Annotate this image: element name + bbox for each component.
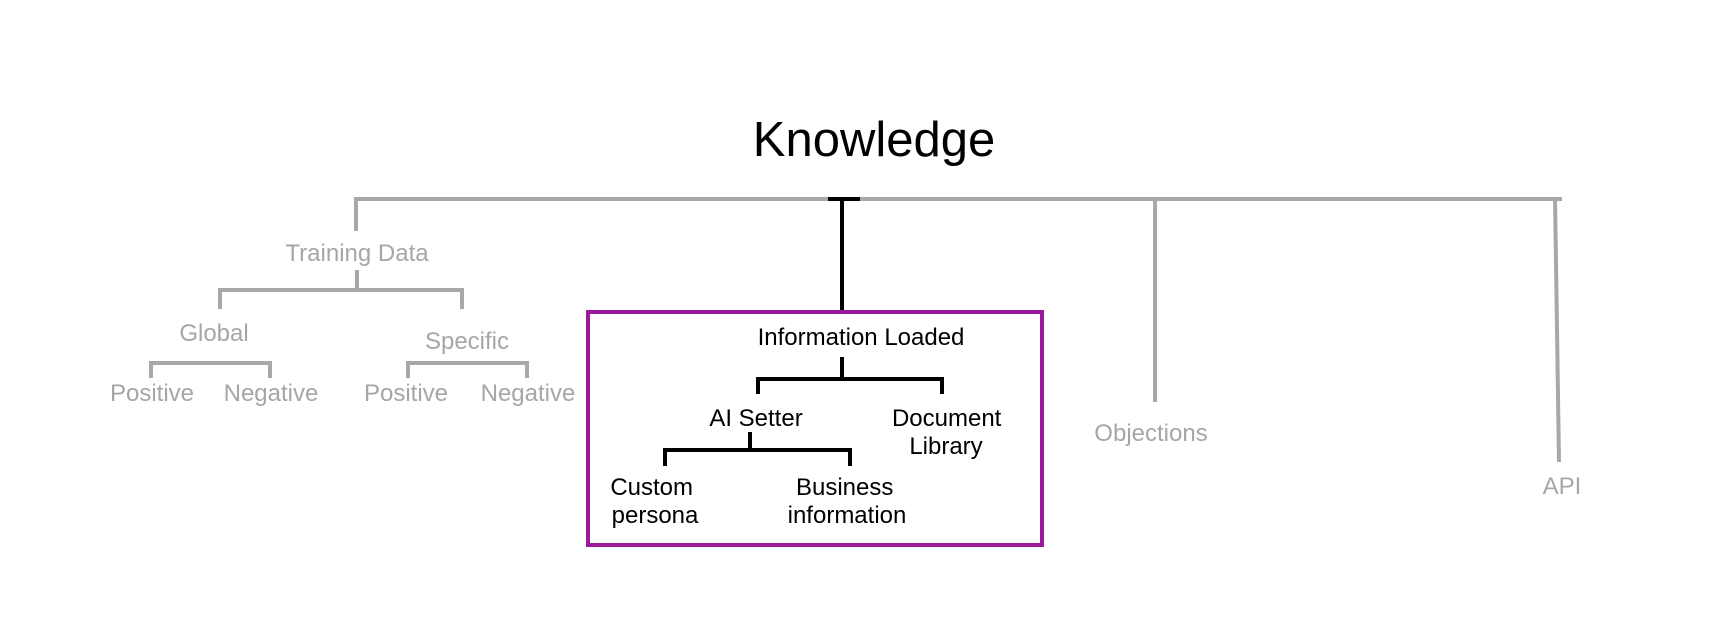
information-loaded-branch: Information Loaded AI Setter Document Li… [586, 310, 1044, 547]
ai-setter-label: AI Setter [709, 405, 802, 432]
diagram-title: Knowledge [753, 113, 995, 167]
custom-persona-label: Custom persona [610, 474, 699, 529]
specific-positive-label: Positive [364, 380, 448, 407]
api-drop-line [1553, 196, 1561, 463]
highlight-box [586, 310, 1044, 547]
active-root-connector [828, 197, 860, 312]
root-connectors [354, 196, 1562, 463]
training-data-label: Training Data [285, 240, 429, 267]
document-library-line-1: Document [892, 405, 1002, 432]
custom-persona-line-2: persona [612, 502, 699, 529]
business-information-line-2: information [788, 502, 907, 529]
global-label: Global [179, 320, 248, 347]
objections-label: Objections [1094, 420, 1207, 447]
document-library-line-2: Library [909, 433, 982, 460]
training-data-branch: Training Data Global Specific Positive N… [110, 240, 575, 407]
document-library-label: Document Library [892, 405, 1008, 460]
business-information-label: Business information [788, 474, 907, 529]
global-positive-label: Positive [110, 380, 194, 407]
global-negative-label: Negative [224, 380, 319, 407]
custom-persona-line-1: Custom [610, 474, 693, 501]
api-label: API [1543, 473, 1582, 500]
business-information-line-1: Business [796, 474, 893, 501]
information-loaded-label: Information Loaded [758, 324, 965, 351]
specific-label: Specific [425, 328, 509, 355]
specific-negative-label: Negative [481, 380, 576, 407]
